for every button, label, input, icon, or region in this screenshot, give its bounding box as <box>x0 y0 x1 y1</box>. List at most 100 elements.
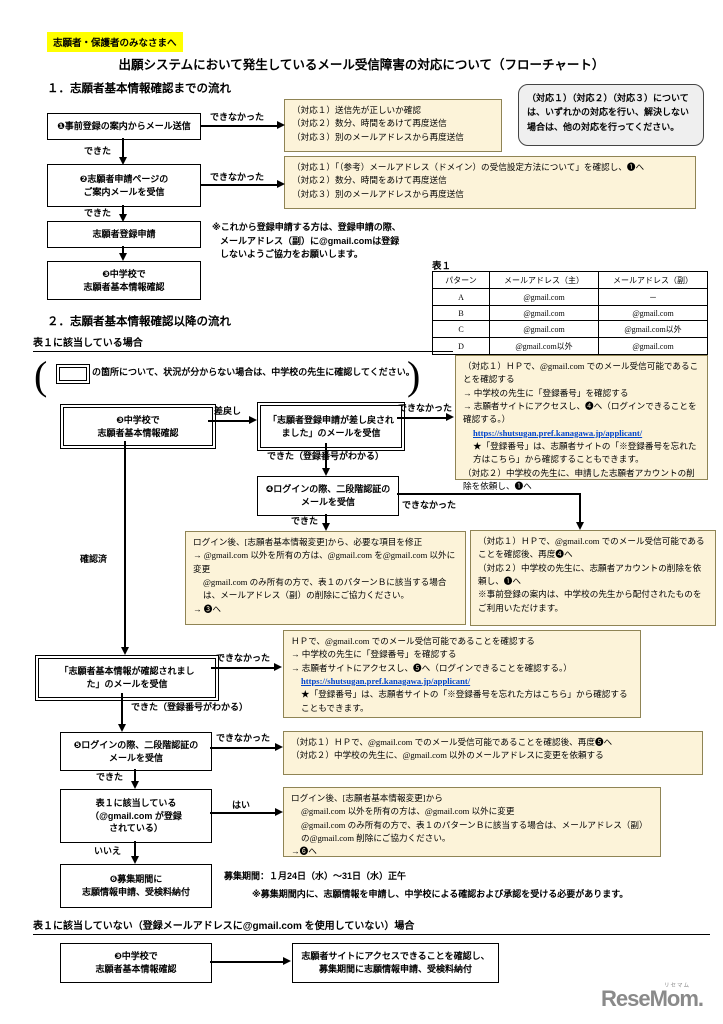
case2-school-box: ❸中学校で 志願者基本情報確認 <box>60 943 212 983</box>
page-title: 出願システムにおいて発生しているメール受信障害の対応について（フローチャート） <box>118 58 605 72</box>
arrow-head <box>446 413 454 421</box>
response-box-h: ＨＰで、@gmail.com でのメール受信可能であることを確認する → 中学校… <box>283 630 641 718</box>
col-header: メールアドレス（副） <box>598 271 708 289</box>
arrow-line <box>397 493 581 495</box>
table1: パターン メールアドレス（主） メールアドレス（副） A @gmail.com … <box>432 271 708 355</box>
arrow-line <box>122 138 124 158</box>
edge-label: できた <box>291 516 319 526</box>
edge-label: できなかった <box>210 112 265 122</box>
arrow-line <box>210 812 276 814</box>
login4-box: ❹ログインの際、二段階認証の メールを受信 <box>257 476 399 516</box>
table-match-box: 表１に該当している （@gmail.com が登録 されている） <box>60 789 212 843</box>
period-info: 募集期間：１月24日（水）～31日（水）正午 <box>224 871 407 881</box>
arrow-head <box>121 647 129 655</box>
arrow-head <box>119 214 127 222</box>
arrow-head <box>249 416 257 424</box>
col-header: メールアドレス（主） <box>489 271 599 289</box>
login5-box: ❺ログインの際、二段階認証の メールを受信 <box>60 732 212 771</box>
case1-heading: 表１に該当している場合 <box>33 334 453 352</box>
col-header: パターン <box>432 271 490 289</box>
edge-label: 差戻し <box>214 406 242 416</box>
edge-label: はい <box>232 800 251 810</box>
edge-label: できなかった <box>210 172 265 182</box>
arrow-line <box>210 747 276 749</box>
table-row: B @gmail.com @gmail.com <box>432 305 708 321</box>
arrow-line <box>579 493 581 523</box>
response-box-j: （対応１）ＨＰで、@gmail.com でのメール受信可能であることを確認後、再… <box>283 731 703 775</box>
arrow-head <box>277 180 285 188</box>
step-registration-box: 志願者登録申請 <box>47 221 201 248</box>
logo-ruby: リセマム <box>664 983 691 989</box>
edge-label: いいえ <box>94 846 122 856</box>
edge-label: できなかった <box>216 653 271 663</box>
edge-label: できた <box>84 146 112 156</box>
table-header-row: パターン メールアドレス（主） メールアドレス（副） <box>432 271 708 289</box>
arrow-head <box>322 468 330 476</box>
arrow-head <box>119 157 127 165</box>
edge-label: できなかった <box>398 403 453 413</box>
edge-label: できなかった <box>216 733 271 743</box>
status-box-icon <box>56 364 90 384</box>
response-box-c: （対応１）ＨＰで、@gmail.com でのメール受信可能であることを確認する … <box>455 355 708 491</box>
arrow-line <box>122 205 124 215</box>
table-row: D @gmail.com以外 @gmail.com <box>432 337 708 355</box>
unknown-status-note: の箇所について、状況が分からない場合は、中学校の先生に確認してください。 <box>92 367 415 377</box>
step1-pre-registration-box: ❶事前登録の案内からメール送信 <box>47 113 201 140</box>
arrow-line <box>122 246 124 254</box>
applicant-site-link[interactable]: https://shutsugan.pref.kanagawa.jp/appli… <box>473 427 643 438</box>
info-note-box: （対応１）（対応２）（対応３）については、いずれかの対応を行い、解決しない場合は… <box>518 84 704 146</box>
table-row: A @gmail.com － <box>432 288 708 306</box>
arrow-line <box>210 961 284 963</box>
edge-label: 確認済 <box>80 554 108 564</box>
edge-label: できなかった <box>402 500 457 510</box>
arrow-head <box>322 523 330 531</box>
arrow-line <box>134 841 136 857</box>
section2-heading: ２．志願者基本情報確認以降の流れ <box>47 316 231 328</box>
table-row: C @gmail.com @gmail.com以外 <box>432 320 708 338</box>
arrow-head <box>576 522 584 530</box>
arrow-head <box>119 253 127 261</box>
edge-label: できた（登録番号がわかる） <box>131 702 249 712</box>
arrow-head <box>283 957 291 965</box>
table1-title: 表１ <box>432 261 452 272</box>
arrow-line <box>121 693 123 725</box>
case2-final-box: 志願者サイトにアクセスできることを確認し、 募集期間に志願情報申請、受検料納付 <box>292 943 499 983</box>
arrow-head <box>131 856 139 864</box>
edge-label: できた <box>96 772 124 782</box>
audience-badge: 志願者・保護者のみなさまへ <box>47 32 183 52</box>
arrow-line <box>211 667 275 669</box>
response-box-b: （対応１）「（参考）メールアドレス（ドメイン）の受信設定方法について」を確認し、… <box>284 156 696 209</box>
registration-note: ※これから登録申請する方は、登録申請の際、 メールアドレス（副）に@gmail.… <box>212 222 401 259</box>
response-box-f: ログイン後、[志願者基本情報変更]から、必要な項目を修正 → @gmail.co… <box>185 531 466 625</box>
school-check-box: ❸中学校で 志願者基本情報確認 <box>60 404 216 449</box>
confirmed-mail-box: 「志願者基本情報が確認されまし た」のメールを受信 <box>35 655 219 701</box>
step2-guide-mail-box: ❷志願者申請ページの ご案内メールを受信 <box>47 164 201 207</box>
arrow-head <box>275 808 283 816</box>
arrow-head <box>131 781 139 789</box>
arrow-line <box>134 769 136 782</box>
arrow-head <box>118 724 126 732</box>
arrow-line <box>325 514 327 524</box>
bracket-close: ) <box>407 353 421 398</box>
arrow-line <box>397 417 447 419</box>
resemom-logo: ReseMom. <box>601 986 704 1011</box>
arrow-line <box>124 441 126 648</box>
section1-heading: １．志願者基本情報確認までの流れ <box>47 83 231 95</box>
arrow-head <box>277 121 285 129</box>
response-box-e: （対応１）ＨＰで、@gmail.com でのメール受信可能であることを確認後、再… <box>470 530 716 626</box>
apply-period-box: ❻募集期間に 志願情報申請、受検料納付 <box>60 864 212 908</box>
applicant-site-link[interactable]: https://shutsugan.pref.kanagawa.jp/appli… <box>301 675 471 686</box>
response-box-a: （対応１）送信先が正しいか確認 （対応２）数分、時間をあけて再度送信 （対応３）… <box>284 99 502 152</box>
arrow-line <box>200 184 278 186</box>
arrow-line <box>200 125 278 127</box>
edge-label: できた <box>84 208 112 218</box>
arrow-head <box>275 743 283 751</box>
arrow-line <box>208 420 250 422</box>
step3-school-box: ❸中学校で 志願者基本情報確認 <box>47 261 201 300</box>
case2-heading: 表１に該当していない（登録メールアドレスに@gmail.com を使用していない… <box>33 917 710 935</box>
response-box-l: ログイン後、[志願者基本情報変更]から @gmail.com 以外を所有の方は、… <box>283 787 661 857</box>
arrow-line <box>325 443 327 469</box>
returned-mail-box: 「志願者登録申請が差し戻され ました」のメールを受信 <box>257 402 405 451</box>
period-note: ※募集期間内に、志願情報を申請し、中学校による確認および承認を受ける必要がありま… <box>252 889 629 899</box>
